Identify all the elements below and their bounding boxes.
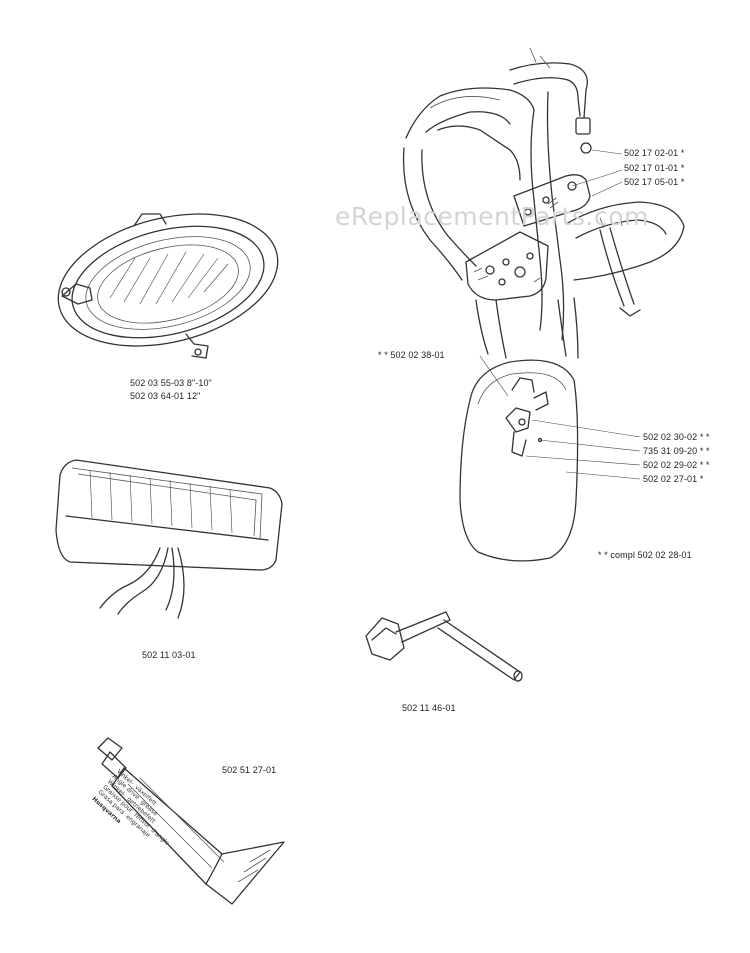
harness — [402, 47, 685, 562]
grease-tube — [97, 737, 285, 905]
part-label-harness-3: 502 17 05-01 * — [624, 177, 685, 187]
part-label-pad-2: 735 31 09-20 * * — [643, 446, 710, 456]
part-label-harness-1: 502 17 02-01 * — [624, 148, 685, 158]
part-label-ring-b: 502 03 64-01 12" — [130, 391, 201, 401]
part-label-compl: * * compl 502 02 28-01 — [598, 550, 692, 560]
part-label-clip: * * 502 02 38-01 — [378, 350, 445, 360]
part-label-pouch: 502 11 03-01 — [142, 650, 196, 660]
part-label-wrench: 502 11 46-01 — [402, 703, 456, 713]
part-label-pad-3: 502 02 29-02 * * — [643, 460, 710, 470]
tool-pouch — [55, 459, 283, 619]
spark-plug-wrench — [365, 611, 523, 682]
part-label-pad-4: 502 02 27-01 * — [643, 474, 704, 484]
watermark: eReplacementParts.com — [335, 202, 649, 231]
part-label-grease: 502 51 27-01 — [222, 765, 277, 775]
guard-ring — [57, 213, 279, 359]
leader-lines — [479, 149, 641, 480]
part-label-ring-a: 502 03 55-03 8"-10" — [130, 378, 212, 388]
part-label-pad-1: 502 02 30-02 * * — [643, 432, 710, 442]
part-label-harness-2: 502 17 01-01 * — [624, 163, 685, 173]
